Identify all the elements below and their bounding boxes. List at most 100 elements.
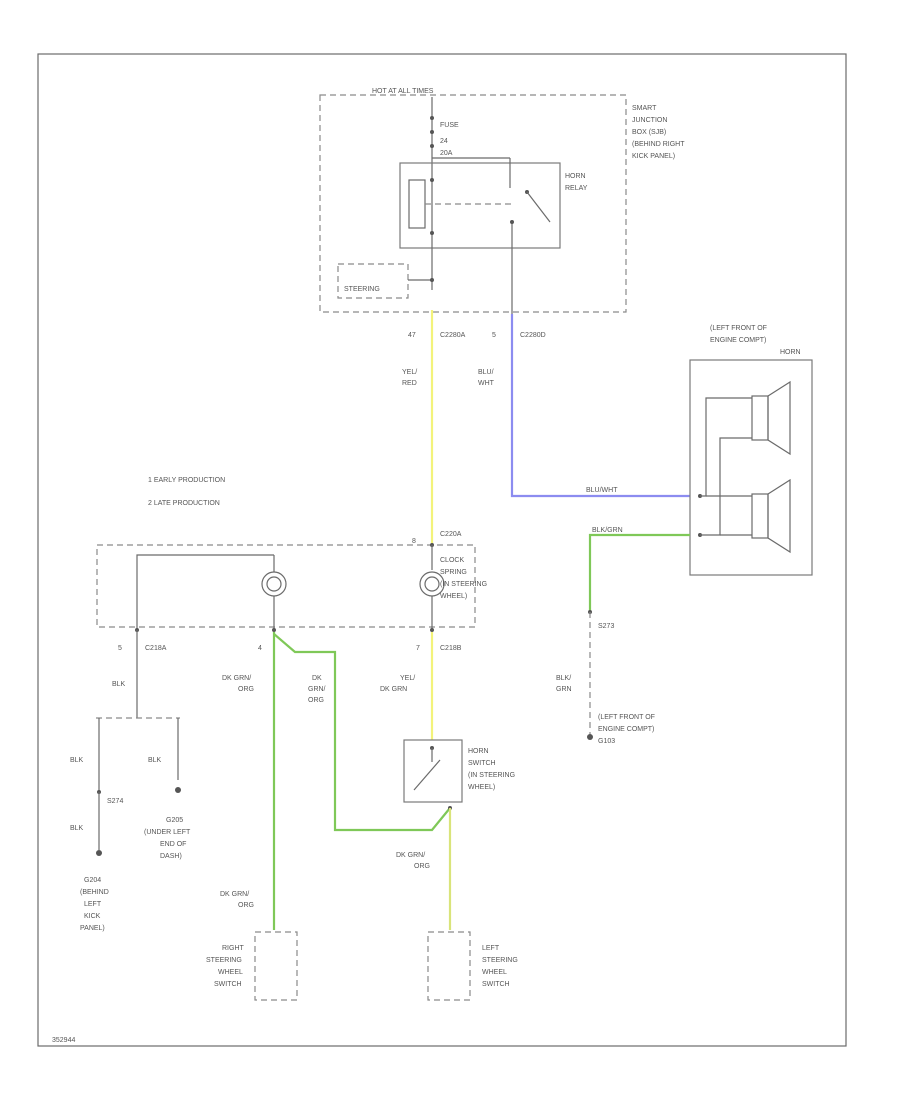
horn-relay-box [399, 162, 561, 249]
horn-loc-1: (LEFT FRONT OF [710, 325, 767, 332]
wire-label-blk-grn-h: BLK/GRN [592, 527, 623, 534]
sjb-desc-1: SMART [632, 105, 657, 112]
left-sw-label-1: LEFT [482, 945, 500, 952]
clock-spring-coil-left [261, 571, 287, 597]
right-sw-label-2: STEERING [206, 957, 242, 964]
clock-spring-label-1: CLOCK [440, 557, 464, 564]
wire-label-dk-grn-org-d-1: DK GRN/ [220, 891, 249, 898]
fuse-label-1: FUSE [440, 122, 459, 129]
g205-label-1: G205 [166, 817, 183, 824]
wire-label-dk-grn-org-c-2: ORG [414, 863, 430, 870]
g204-label-5: PANEL) [80, 925, 105, 932]
horn-switch-arm [413, 759, 441, 791]
horn-lower-bell [767, 478, 791, 554]
sjb-power-label: HOT AT ALL TIMES [372, 88, 434, 95]
wire-dk-grn-org-horn-switch [273, 633, 451, 832]
g204-ground-symbol [96, 850, 102, 856]
g103-label-3: G103 [598, 738, 615, 745]
c220a-pin: 8 [412, 538, 416, 545]
horn-relay-label-2: RELAY [565, 185, 588, 192]
right-steering-switch-box [254, 931, 298, 1001]
legend-item-1: 1 EARLY PRODUCTION [148, 477, 225, 484]
horn-box [689, 359, 813, 576]
fuse-label-3: 20A [440, 150, 453, 157]
g205-label-3: END OF [160, 841, 186, 848]
steering-module-box [337, 263, 409, 299]
c218b-terminal [430, 628, 434, 632]
relay-coil-top-dot [430, 178, 434, 182]
right-sw-label-1: RIGHT [222, 945, 245, 952]
g103-label-1: (LEFT FRONT OF [598, 714, 655, 721]
sjb-desc-3: BOX (SJB) [632, 129, 666, 136]
c220a-label: C220A [440, 531, 462, 538]
g205-label-4: DASH) [160, 853, 182, 860]
wire-label-dk-grn-org-d-2: ORG [238, 902, 254, 909]
fuse-terminal-bot [430, 144, 434, 148]
wire-label-blk-b: BLK [148, 757, 162, 764]
c2280d-pin: 5 [492, 332, 496, 339]
wire-label-blk-c: BLK [70, 825, 84, 832]
c218a-label: C218A [145, 645, 167, 652]
clock-spring-label-2: SPRING [440, 569, 467, 576]
module-junction-dot [430, 278, 434, 282]
wire-label-yel-red-1: YEL/ [402, 369, 417, 376]
wire-label-dk-grn-org-b-1: DK [312, 675, 322, 682]
g205-label-2: (UNDER LEFT [144, 829, 191, 836]
g205-ground-symbol [175, 787, 181, 793]
wire-label-yel-dk-grn-1: YEL/ [400, 675, 415, 682]
wire-blk-grn [588, 533, 690, 612]
clock-spring-coil-right-inner [424, 576, 440, 592]
clock-spring-coil-left-inner [266, 576, 282, 592]
relay-output-dot [510, 220, 514, 224]
horn-lower-body [751, 493, 769, 539]
relay-switch-arm [526, 191, 551, 223]
wire-label-blu-wht-1: BLU/ [478, 369, 494, 376]
c2280a-pin: 47 [408, 332, 416, 339]
diagram-border [37, 53, 847, 1047]
left-sw-label-3: WHEEL [482, 969, 507, 976]
sjb-desc-5: KICK PANEL) [632, 153, 675, 160]
horn-upper-bell [767, 380, 791, 456]
horn-switch-label-2: SWITCH [468, 760, 496, 767]
fuse-terminal-top [430, 116, 434, 120]
wire-label-yel-dk-grn-2: DK GRN [380, 686, 407, 693]
horn-relay-coil [408, 179, 426, 229]
wire-label-blu-wht-2: WHT [478, 380, 495, 387]
c218b-label: C218B [440, 645, 462, 652]
left-sw-label-4: SWITCH [482, 981, 510, 988]
fuse-label-2: 24 [440, 138, 448, 145]
wire-label-blu-wht-h: BLU/WHT [586, 487, 618, 494]
wire-label-blk-grn-1: BLK/ [556, 675, 571, 682]
clock-spring-ground-path [136, 554, 274, 630]
wire-label-blk: BLK [112, 681, 126, 688]
sjb-desc-4: (BEHIND RIGHT [632, 141, 685, 148]
left-sw-label-2: STEERING [482, 957, 518, 964]
wire-label-blk-a: BLK [70, 757, 84, 764]
right-sw-label-3: WHEEL [218, 969, 243, 976]
g103-ground-symbol [587, 734, 593, 740]
c218b-pin: 7 [416, 645, 420, 652]
wire-label-dk-grn-org-a-1: DK GRN/ [222, 675, 251, 682]
steering-module-label: STEERING [344, 286, 380, 293]
left-steering-switch-box [427, 931, 471, 1001]
relay-coil-bot-dot [430, 231, 434, 235]
horn-loc-3: HORN [780, 349, 801, 356]
g204-label-4: KICK [84, 913, 101, 920]
sjb-desc-2: JUNCTION [632, 117, 667, 124]
g204-label-1: G204 [84, 877, 101, 884]
wire-label-yel-red-2: RED [402, 380, 417, 387]
clock-spring-label-3: (IN STEERING [440, 581, 487, 588]
g103-label-2: ENGINE COMPT) [598, 726, 654, 733]
wire-blu-wht [510, 314, 690, 498]
wire-label-blk-grn-2: GRN [556, 686, 572, 693]
horn-upper-body [751, 395, 769, 441]
c2280a-label: C2280A [440, 332, 466, 339]
horn-switch-label-4: WHEEL) [468, 784, 495, 791]
c218a-terminal-mid [272, 628, 276, 632]
wire-label-dk-grn-org-b-2: GRN/ [308, 686, 326, 693]
right-sw-label-4: SWITCH [214, 981, 242, 988]
footer-code: 352944 [52, 1037, 75, 1044]
wire-label-dk-grn-org-b-3: ORG [308, 697, 324, 704]
c2280d-label: C2280D [520, 332, 546, 339]
